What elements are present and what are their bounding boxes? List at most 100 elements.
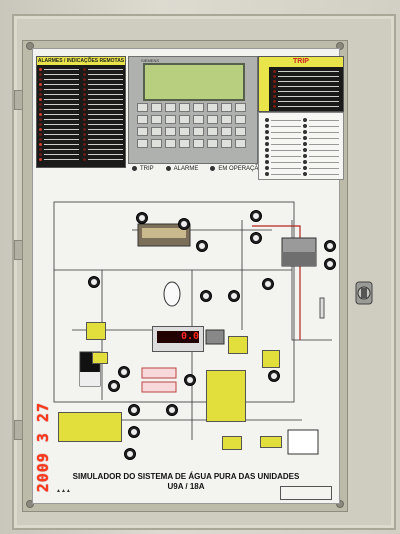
hmi-key[interactable]	[193, 139, 204, 148]
status-row	[263, 171, 339, 177]
hmi-key[interactable]	[221, 103, 232, 112]
indicator-label-line	[44, 139, 79, 140]
status-indicator-list	[261, 117, 341, 177]
screw-icon	[336, 500, 344, 508]
indicator-label-line	[44, 114, 79, 115]
hmi-key[interactable]	[221, 139, 232, 148]
pressure-gauge-icon	[128, 404, 140, 416]
hmi-key[interactable]	[193, 127, 204, 136]
indicator-row	[83, 117, 123, 122]
indicator-label-line	[44, 94, 79, 95]
hmi-key[interactable]	[151, 103, 162, 112]
hmi-key[interactable]	[207, 127, 218, 136]
indicator-label-line	[278, 76, 339, 77]
hmi-key[interactable]	[193, 103, 204, 112]
control-box	[205, 329, 225, 345]
lamp-icon	[303, 154, 307, 158]
indicator-row	[273, 104, 339, 109]
hmi-key[interactable]	[207, 103, 218, 112]
hmi-key[interactable]	[137, 103, 148, 112]
hmi-key[interactable]	[165, 115, 176, 124]
indicator-row	[39, 137, 79, 142]
led-icon	[83, 68, 86, 71]
process-diagram	[53, 201, 332, 455]
process-indicator-card	[92, 352, 108, 364]
led-icon	[83, 148, 86, 151]
hmi-key[interactable]	[179, 139, 190, 148]
hmi-key[interactable]	[179, 103, 190, 112]
indicator-row	[83, 127, 123, 132]
hmi-key[interactable]	[151, 139, 162, 148]
pressure-gauge-icon	[250, 232, 262, 244]
hmi-key[interactable]	[207, 115, 218, 124]
hmi-key[interactable]	[179, 115, 190, 124]
led-icon	[273, 90, 276, 93]
lamp-icon	[265, 148, 269, 152]
status-label-line	[309, 131, 339, 133]
indicator-row	[83, 152, 123, 157]
hmi-key[interactable]	[235, 115, 246, 124]
led-icon	[83, 128, 86, 131]
led-icon	[83, 103, 86, 106]
hmi-key[interactable]	[165, 127, 176, 136]
led-icon	[273, 80, 276, 83]
led-icon	[39, 123, 42, 126]
indicator-row	[83, 142, 123, 147]
hmi-key[interactable]	[165, 103, 176, 112]
indicator-row	[273, 99, 339, 104]
status-label-line	[271, 137, 301, 139]
indicator-row	[83, 67, 123, 72]
lamp-icon	[303, 124, 307, 128]
indicator-row	[39, 72, 79, 77]
hmi-key[interactable]	[221, 115, 232, 124]
pressure-gauge-icon	[200, 290, 212, 302]
lamp-icon	[265, 166, 269, 170]
alarm-indication-card: ALARMES / INDICAÇÕES REMOTAS	[36, 56, 126, 168]
pressure-gauge-icon	[228, 290, 240, 302]
hmi-key[interactable]	[193, 115, 204, 124]
tank-pool	[137, 223, 191, 247]
indicator-label-line	[278, 96, 339, 97]
status-label-line	[309, 173, 339, 175]
indicator-row	[83, 147, 123, 152]
hmi-key[interactable]	[137, 115, 148, 124]
hmi-key[interactable]	[235, 139, 246, 148]
led-icon	[83, 123, 86, 126]
indicator-label-line	[88, 129, 123, 130]
indicator-row	[273, 94, 339, 99]
cabinet-lock-icon[interactable]	[352, 278, 376, 310]
led-icon	[39, 93, 42, 96]
operator-panel-hmi[interactable]: SIEMENS	[128, 56, 258, 164]
hmi-key[interactable]	[165, 139, 176, 148]
hmi-key[interactable]	[207, 139, 218, 148]
piping-lines-secondary	[72, 229, 302, 421]
status-label-line	[309, 149, 339, 151]
indicator-label-line	[88, 149, 123, 150]
hmi-key[interactable]	[151, 115, 162, 124]
lamp-icon	[265, 142, 269, 146]
hmi-key[interactable]	[221, 127, 232, 136]
indicator-label-line	[44, 129, 79, 130]
indicator-row	[83, 112, 123, 117]
hmi-screen[interactable]	[143, 63, 245, 101]
demineralizer-level	[80, 372, 100, 386]
hmi-key[interactable]	[137, 139, 148, 148]
hmi-key[interactable]	[137, 127, 148, 136]
hmi-key[interactable]	[235, 127, 246, 136]
panel-title-line2: U9A / 18A	[167, 482, 205, 491]
indicator-row	[39, 107, 79, 112]
screw-icon	[336, 42, 344, 50]
pressure-gauge-icon	[262, 278, 274, 290]
indicator-label-line	[44, 99, 79, 100]
status-row	[263, 141, 339, 147]
hmi-key[interactable]	[179, 127, 190, 136]
led-icon	[83, 98, 86, 101]
hmi-key[interactable]	[151, 127, 162, 136]
led-icon	[39, 133, 42, 136]
indicator-row	[273, 74, 339, 79]
legend-operation-label: EM OPERAÇÃO	[218, 166, 264, 173]
lamp-icon	[303, 142, 307, 146]
led-icon	[83, 78, 86, 81]
hmi-key[interactable]	[235, 103, 246, 112]
indicator-row	[83, 157, 123, 162]
